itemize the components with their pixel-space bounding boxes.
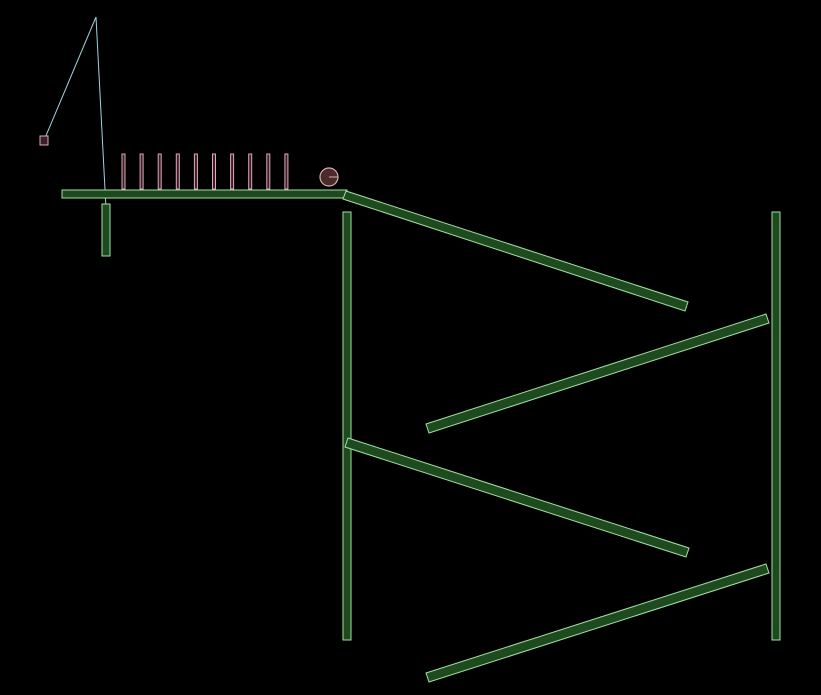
left-vertical-wall <box>342 211 352 641</box>
ramp-1 <box>342 190 689 312</box>
ramp-3 <box>344 437 690 558</box>
domino-row <box>121 153 289 190</box>
domino[interactable] <box>212 153 216 190</box>
domino[interactable] <box>139 153 144 190</box>
top-shelf-platform <box>61 189 348 199</box>
domino[interactable] <box>248 153 253 190</box>
domino[interactable] <box>157 153 162 190</box>
ramp-2 <box>425 313 770 434</box>
pendulum-weight[interactable] <box>39 135 49 146</box>
ramp-4 <box>425 563 770 683</box>
domino[interactable] <box>230 153 235 190</box>
domino[interactable] <box>266 153 271 190</box>
domino[interactable] <box>284 153 289 190</box>
domino[interactable] <box>175 153 180 190</box>
right-vertical-wall <box>771 211 781 641</box>
pendulum-rope-left <box>44 16 97 139</box>
domino[interactable] <box>121 153 126 190</box>
hanging-post <box>101 203 111 257</box>
domino[interactable] <box>193 153 198 190</box>
